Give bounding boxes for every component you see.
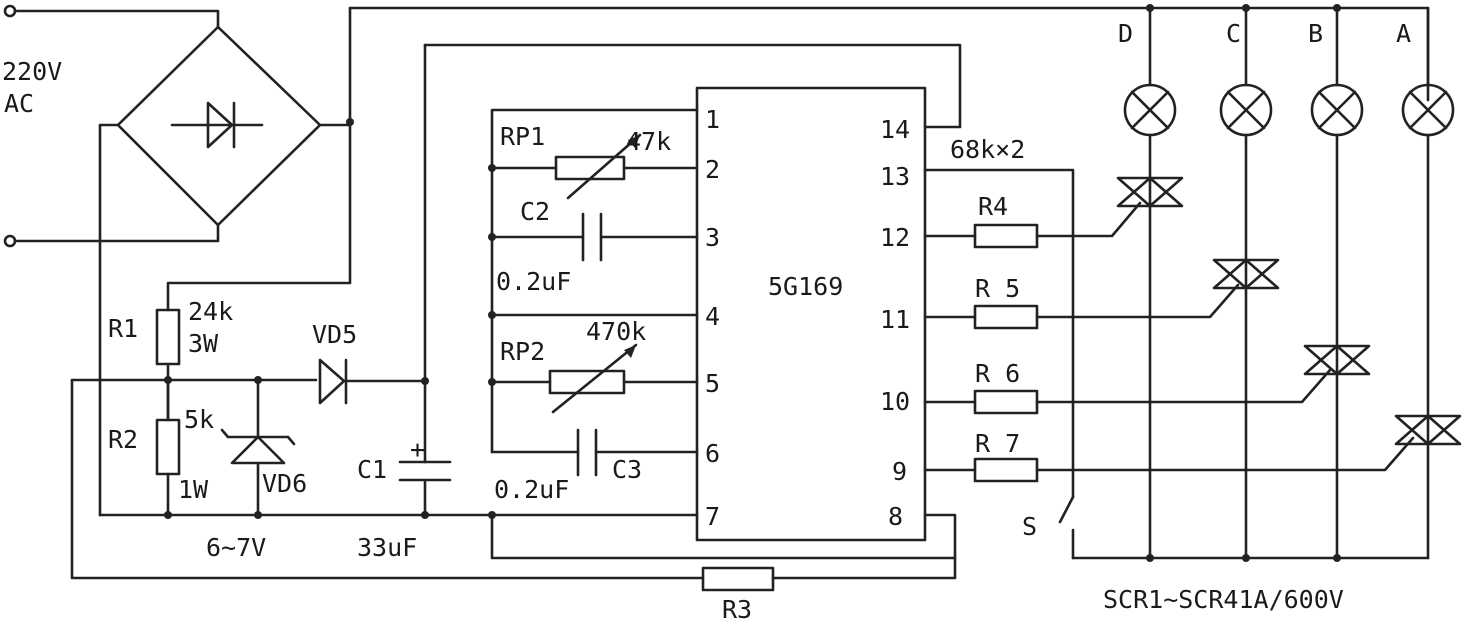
lamp-d-label: D bbox=[1118, 19, 1133, 48]
pin-7: 7 bbox=[705, 502, 720, 531]
pin-10: 10 bbox=[880, 387, 910, 416]
switch-label: S bbox=[1022, 512, 1037, 541]
pin-9: 9 bbox=[892, 457, 907, 486]
pin-14: 14 bbox=[880, 115, 910, 144]
top-rail bbox=[348, 6, 1430, 102]
r2-label: R2 bbox=[108, 425, 138, 454]
potentiometer-rp1: RP1 47k bbox=[490, 122, 699, 200]
r5-label: R 5 bbox=[975, 274, 1020, 303]
pin13-wire bbox=[923, 168, 1075, 499]
rp2-label: RP2 bbox=[500, 337, 545, 366]
r3-label: R3 bbox=[722, 595, 752, 623]
lamp-column-a: A bbox=[1394, 6, 1462, 560]
vd5-label: VD5 bbox=[312, 320, 357, 349]
supply-type-label: AC bbox=[4, 89, 34, 118]
pin-5: 5 bbox=[705, 369, 720, 398]
capacitor-c2: C2 0.2uF bbox=[490, 197, 699, 296]
c2-value: 0.2uF bbox=[496, 267, 571, 296]
rp1-value: 47k bbox=[626, 127, 671, 156]
pin-3: 3 bbox=[705, 223, 720, 252]
r1-power: 3W bbox=[188, 329, 219, 358]
ic-5g169: 5G169 1 2 3 4 5 6 7 8 9 10 11 12 13 14 bbox=[695, 86, 927, 542]
lamp-column-c: C bbox=[1212, 4, 1280, 560]
pin-2: 2 bbox=[705, 155, 720, 184]
timing-network-1 bbox=[490, 108, 699, 317]
bridge-rectifier bbox=[98, 25, 352, 517]
pin14-wire bbox=[423, 43, 962, 129]
r1-value: 24k bbox=[188, 297, 233, 326]
ac-input: 220V AC bbox=[2, 4, 220, 248]
lamp-b-label: B bbox=[1308, 19, 1323, 48]
potentiometer-rp2: RP2 470k bbox=[490, 317, 699, 414]
lamp-column-d: D bbox=[1116, 4, 1184, 560]
vd6-value: 6~7V bbox=[206, 533, 266, 562]
lamp-c-label: C bbox=[1226, 19, 1241, 48]
pin7-bottom-wire bbox=[490, 513, 957, 560]
c3-value: 0.2uF bbox=[494, 475, 569, 504]
resistor-r5: R 5 bbox=[923, 274, 1240, 330]
r7-label: R 7 bbox=[975, 429, 1020, 458]
pin-4: 4 bbox=[705, 302, 720, 331]
r2-value: 5k bbox=[184, 405, 214, 434]
lamp-column-b: B bbox=[1303, 4, 1371, 560]
capacitor-c3: C3 0.2uF bbox=[490, 428, 699, 504]
pin-1: 1 bbox=[705, 105, 720, 134]
c1-plus: + bbox=[410, 435, 425, 464]
resistor-r4: R4 bbox=[923, 192, 1142, 249]
c1-label: C1 bbox=[357, 455, 387, 484]
c2-label: C2 bbox=[520, 197, 550, 226]
r2-power: 1W bbox=[178, 475, 209, 504]
pin-6: 6 bbox=[705, 439, 720, 468]
ac-terminal-bottom bbox=[3, 234, 17, 248]
resistor-r7: R 7 bbox=[923, 429, 1415, 483]
switch-s: S bbox=[1022, 495, 1075, 560]
scr-rating-label: SCR1~SCR41A/600V bbox=[1103, 585, 1344, 614]
resistor-r3: R3 bbox=[70, 378, 775, 623]
vd6-label: VD6 bbox=[262, 469, 307, 498]
pin-11: 11 bbox=[880, 305, 910, 334]
ic-label: 5G169 bbox=[768, 272, 843, 301]
pin8-wire bbox=[771, 513, 957, 580]
resistor-r1: R1 24k 3W bbox=[108, 297, 233, 422]
r4-label: R4 bbox=[978, 192, 1008, 221]
pin-12: 12 bbox=[880, 223, 910, 252]
diode-vd5: VD5 bbox=[312, 320, 427, 405]
rp2-value: 470k bbox=[586, 317, 646, 346]
pin-8: 8 bbox=[888, 502, 903, 531]
pin-13: 13 bbox=[880, 162, 910, 191]
supply-voltage-label: 220V bbox=[2, 57, 62, 86]
r6-label: R 6 bbox=[975, 359, 1020, 388]
resistor-pair-label: 68k×2 bbox=[950, 135, 1025, 164]
c1-value: 33uF bbox=[357, 533, 417, 562]
c3-label: C3 bbox=[612, 455, 642, 484]
zener-vd6: VD6 6~7V bbox=[206, 378, 307, 562]
resistor-r6: R 6 bbox=[923, 359, 1332, 415]
resistor-r2: R2 5k 1W bbox=[108, 378, 214, 517]
r1-label: R1 bbox=[108, 314, 138, 343]
ac-terminal-top bbox=[3, 4, 17, 18]
lamp-a-label: A bbox=[1396, 19, 1411, 48]
capacitor-c1: + C1 33uF bbox=[357, 43, 452, 562]
rp1-label: RP1 bbox=[500, 122, 545, 151]
